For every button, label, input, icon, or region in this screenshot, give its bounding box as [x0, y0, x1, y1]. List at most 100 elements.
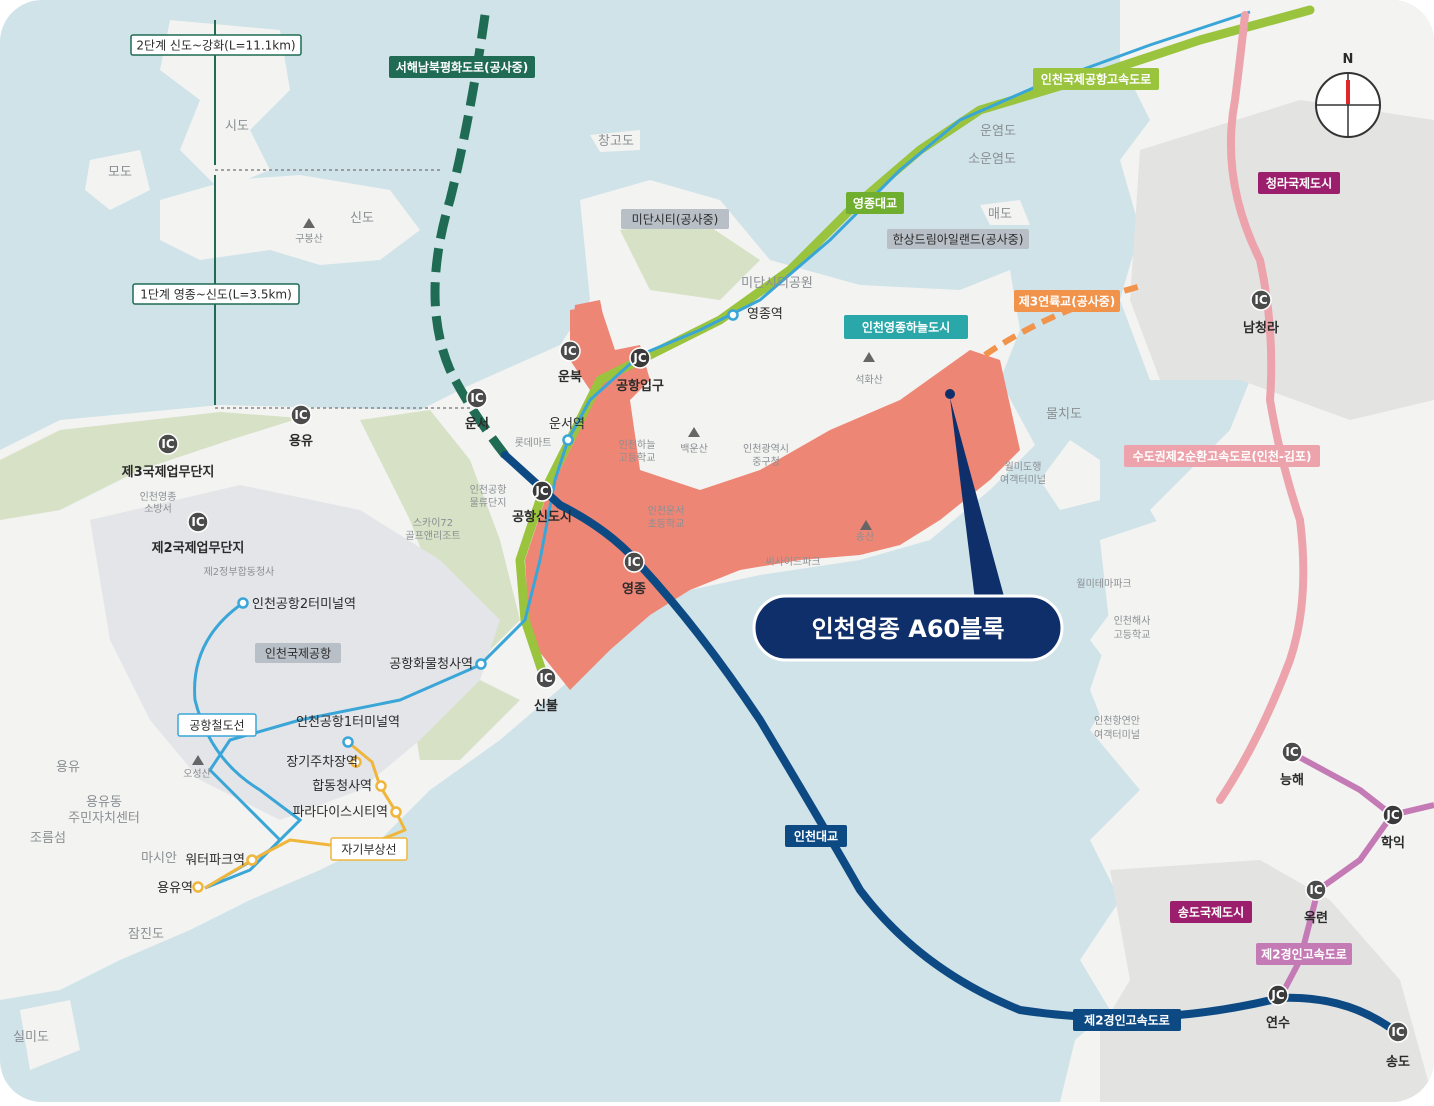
interchange-label: 신불: [534, 699, 558, 714]
place-label-wolmi-theme: 월미테마파크: [1076, 578, 1131, 590]
station-label: 파라다이스시티역: [292, 805, 388, 820]
ring-road-line: [1216, 11, 1308, 804]
ic-badge-icon: [535, 667, 557, 689]
badge-label: IC: [191, 515, 204, 529]
road-label-airport-expressway: 인천국제공항고속도로: [1033, 68, 1159, 90]
road-label-yeongjong-bridge-text: 영종대교: [853, 196, 897, 211]
place-label-coastal-terminal-2: 여객터미널: [1094, 729, 1140, 741]
road-label-third-bridge-text: 제3연륙교(공사중): [1019, 294, 1116, 309]
site-callout: 인천영종 A60블록: [752, 594, 1064, 662]
interchange-label: 공항신도시: [512, 509, 572, 525]
badge-label: IC: [563, 344, 576, 358]
place-label-modo: 모도: [108, 165, 132, 180]
place-label-silmido: 실미도: [13, 1030, 49, 1045]
place-label-fire-station-1: 인천영종: [140, 491, 177, 503]
place-label-yongyu-center-2: 주민자치센터: [68, 811, 140, 826]
district-label-songdo-text: 송도국제도시: [1178, 906, 1244, 920]
place-label-maedo: 매도: [988, 207, 1012, 222]
station-t2[interactable]: 인천공항2터미널역: [237, 597, 356, 612]
place-label-songsan: 송산: [856, 531, 874, 543]
road-label-stage2: 2단계 신도~강화(L=11.1km): [130, 34, 302, 56]
ic-badge-icon: [187, 511, 209, 533]
park-midan: [620, 220, 760, 300]
station-long-parking[interactable]: 장기주차장역: [286, 755, 362, 770]
station-t1[interactable]: 인천공항1터미널역: [296, 715, 400, 748]
road-label-third-bridge: 제3연륙교(공사중): [1014, 290, 1120, 312]
road-label-gyeongin2-south: 제2경인고속도로: [1256, 943, 1352, 965]
jc-badge-icon: [629, 347, 651, 369]
ic-badge-icon: [290, 404, 312, 426]
place-label-baekunsan: 백운산: [680, 443, 708, 455]
station-unseo[interactable]: 운서역: [549, 417, 585, 446]
line-label-airport-railway-bg: [177, 713, 257, 737]
road-label-west-sea-bg: [389, 56, 535, 78]
station-waterpark[interactable]: 워터파크역: [185, 853, 258, 868]
badge-label: IC: [1285, 745, 1298, 759]
station-label: 영종역: [747, 307, 783, 322]
place-label-mulchido: 물치도: [1046, 407, 1082, 422]
modo-island: [85, 150, 150, 210]
station-joint-office[interactable]: 합동청사역: [312, 779, 387, 794]
district-label-cheongna-bg: [1258, 172, 1340, 194]
site-callout-bg: [752, 594, 1064, 662]
station-marker: [562, 434, 574, 446]
interchange-label: 능해: [1280, 772, 1304, 788]
station-marker: [390, 806, 402, 818]
road-label-yeongjong-bridge-bg: [846, 192, 904, 214]
station-marker: [192, 881, 204, 893]
interchange-label: 학익: [1381, 835, 1405, 851]
mountain-icon: [860, 520, 872, 530]
road-label-ring-bg: [1124, 445, 1320, 467]
place-label-sindo: 신도: [350, 211, 374, 226]
road-label-stage1-bg: [132, 283, 300, 305]
interchange-label: 제2국제업무단지: [152, 540, 245, 556]
wolmi-port: [1090, 520, 1200, 740]
badge-label: IC: [161, 437, 174, 451]
place-label-yongyu-center-1: 용유동: [86, 795, 122, 810]
line-label-maglev-bg: [330, 837, 408, 861]
interchange-neunghae[interactable]: IC 능해: [1280, 741, 1304, 788]
road-label-ring-text: 수도권제2순환고속도로(인천-김포): [1133, 449, 1312, 464]
incheon-bridge-line: [501, 451, 1404, 1039]
district-label-sky-city-text: 인천영종하늘도시: [862, 320, 950, 335]
compass-label: N: [1343, 52, 1354, 67]
badge-label: IC: [294, 408, 307, 422]
station-paradise[interactable]: 파라다이스시티역: [292, 805, 402, 820]
station-cargo[interactable]: 공항화물청사역: [389, 657, 487, 672]
place-label-fire-station-2: 소방서: [144, 503, 172, 515]
mountain-icon: [192, 755, 204, 765]
road-label-incheon-bridge: 인천대교: [785, 825, 847, 847]
jc-badge-icon: [1382, 804, 1404, 826]
interchange-industrial2[interactable]: IC 제2국제업무단지: [152, 511, 245, 556]
road-label-gyeongin2-bg: [1073, 1009, 1181, 1031]
mountain-icon: [688, 427, 700, 437]
district-label-airport: 인천국제공항: [255, 643, 341, 663]
maglev-line: [204, 740, 407, 890]
station-yeongjong[interactable]: 영종역: [727, 307, 783, 322]
road-label-gyeongin2-south-bg: [1256, 943, 1352, 965]
district-label-cheongna-text: 청라국제도시: [1266, 176, 1332, 191]
badge-label: IC: [470, 391, 483, 405]
place-label-coastal-terminal-1: 인천항연안: [1094, 715, 1140, 727]
line-label-maglev-text: 자기부상선: [341, 843, 396, 857]
line-label-maglev: 자기부상선: [330, 837, 408, 861]
place-label-gubongsan: 구봉산: [295, 233, 323, 245]
sky-city-district: [525, 305, 1020, 690]
badge-label: JC: [632, 351, 646, 365]
station-yongyu[interactable]: 용유역: [157, 881, 204, 896]
